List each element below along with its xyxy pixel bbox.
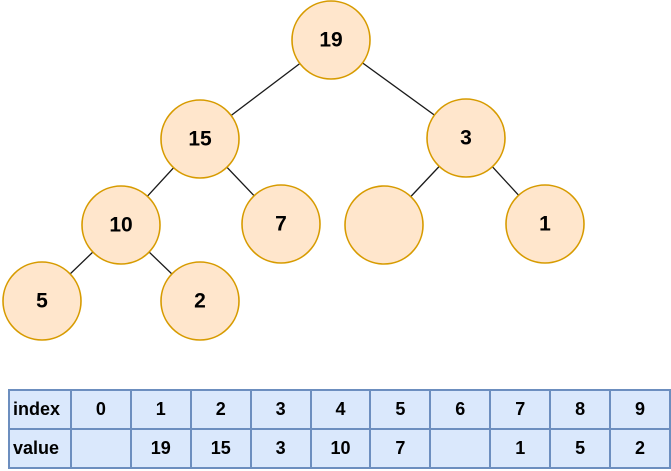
tree-node-19: 19 (291, 0, 371, 80)
value-cell-7: 1 (489, 428, 552, 469)
tree-node-7: 7 (241, 184, 321, 264)
value-cell-9: 2 (609, 428, 671, 469)
value-cell-5: 7 (369, 428, 432, 469)
tree-node-label: 15 (188, 128, 212, 151)
tree-node-circle (2, 261, 82, 341)
tree-node-label: 3 (460, 127, 472, 150)
value-cell-4: 10 (309, 428, 372, 469)
value-cell-8: 5 (549, 428, 612, 469)
tree-node-circle (505, 184, 585, 264)
tree-node-label: 19 (319, 29, 342, 52)
index-cell-9: 9 (609, 389, 671, 430)
tree-node-circle (344, 185, 424, 265)
tree-node-2: 2 (160, 261, 240, 341)
tree-node-label: 7 (275, 213, 287, 236)
tree-node-circle (291, 0, 371, 80)
tree-node-label: 5 (36, 290, 48, 313)
index-cell-3: 3 (249, 389, 312, 430)
tree-node-label: 1 (539, 213, 551, 236)
tree-node-empty (344, 185, 424, 265)
index-cell-0: 0 (69, 389, 132, 430)
tree-node-circle (81, 185, 161, 265)
index-cell-8: 8 (549, 389, 612, 430)
tree-node-5: 5 (2, 261, 82, 341)
index-cell-7: 7 (489, 389, 552, 430)
tree-node-1: 1 (505, 184, 585, 264)
value-cell-6 (429, 428, 492, 469)
index-cell-5: 5 (369, 389, 432, 430)
index-cell-2: 2 (189, 389, 252, 430)
index-cell-4: 4 (309, 389, 372, 430)
tree-node-circle (160, 261, 240, 341)
value-cell-1: 19 (129, 428, 192, 469)
index-cell-6: 6 (429, 389, 492, 430)
value-cell-2: 15 (189, 428, 252, 469)
tree-node-circle (160, 99, 240, 179)
value-row-header: value (8, 428, 72, 469)
value-cell-3: 3 (249, 428, 312, 469)
index-row-header: index (8, 389, 72, 430)
tree-node-3: 3 (426, 98, 506, 178)
index-cell-1: 1 (129, 389, 192, 430)
tree-node-15: 15 (160, 99, 240, 179)
tree-node-circle (241, 184, 321, 264)
tree-node-10: 10 (81, 185, 161, 265)
tree-node-label: 2 (194, 290, 206, 313)
value-cell-0 (69, 428, 132, 469)
tree-node-label: 10 (109, 214, 132, 237)
tree-node-circle (426, 98, 506, 178)
